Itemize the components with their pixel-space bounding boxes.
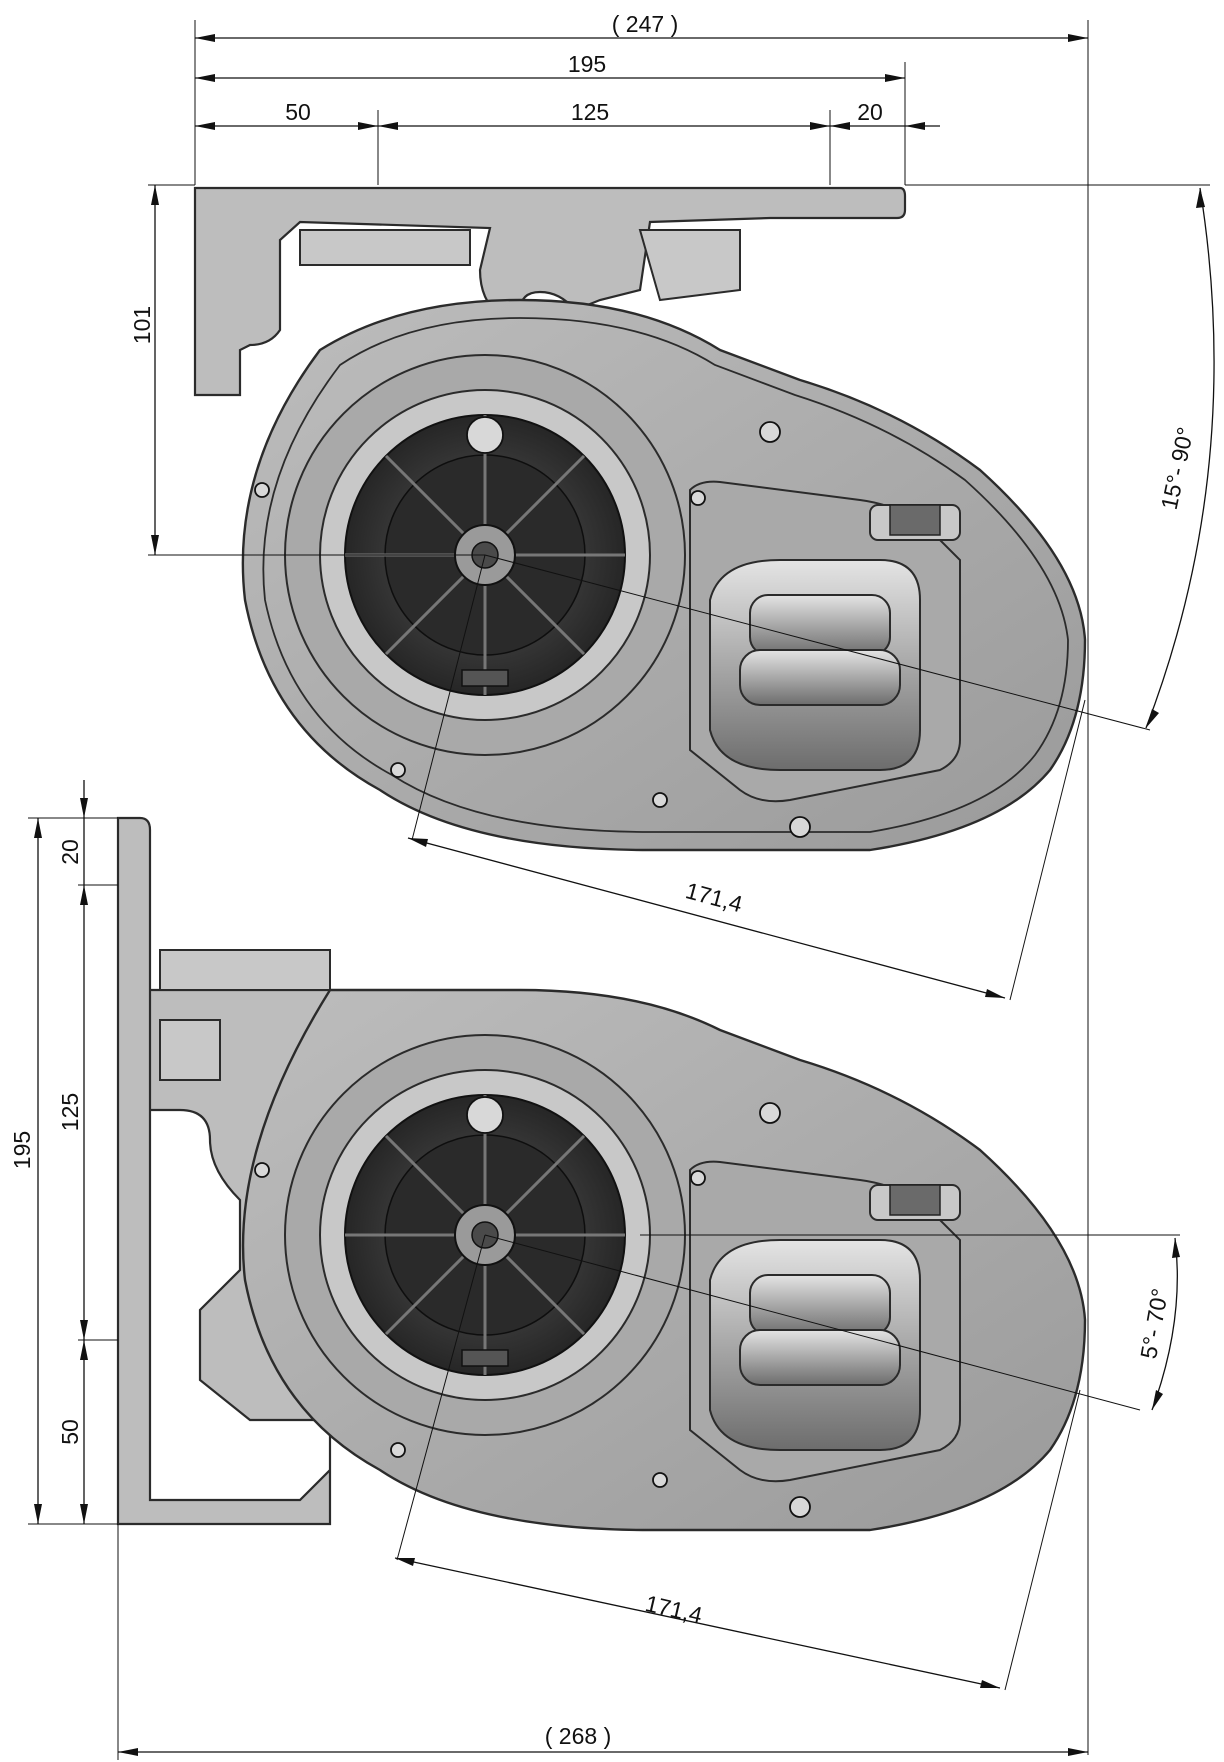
top-screw-5 — [652, 792, 668, 808]
dim-segment-bottom-bottom: 50 — [57, 1419, 83, 1445]
top-screw-3 — [690, 490, 706, 506]
bottom-screw-3 — [690, 1170, 706, 1186]
bottom-bracket-inner — [159, 949, 331, 991]
top-screw-1 — [759, 421, 781, 443]
bottom-screw-5 — [652, 1472, 668, 1488]
top-drum-tab — [461, 669, 509, 687]
top-wall-bracket — [193, 186, 907, 397]
top-housing-rim — [262, 317, 1069, 833]
bottom-coil-roll-2 — [739, 1329, 901, 1386]
top-screw-6 — [789, 816, 811, 838]
top-view-cassette — [193, 186, 1087, 852]
bottom-arm-clip-insert — [889, 1184, 941, 1216]
dim-segment-top-bottom: 20 — [57, 839, 83, 865]
bottom-coil-roll-1 — [749, 1274, 891, 1336]
dim-angle-range-top: 15°- 90° — [1156, 425, 1199, 512]
dim-angle-range-bottom: 5°- 70° — [1135, 1286, 1173, 1360]
top-screw-4 — [390, 762, 406, 778]
bottom-screw-1 — [759, 1102, 781, 1124]
bottom-bracket-block — [159, 1019, 221, 1081]
dim-overall-width-bottom: ( 268 ) — [545, 1723, 611, 1749]
top-screw-2 — [254, 482, 270, 498]
top-bracket-inner — [299, 229, 471, 266]
dim-overall-width-top: ( 247 ) — [612, 11, 678, 37]
dim-width-top: 195 — [568, 51, 606, 77]
dim-arc-angle-top — [1145, 187, 1215, 729]
bottom-drum-top-screw — [466, 1096, 504, 1134]
bottom-screw-4 — [390, 1442, 406, 1458]
bottom-view-cassette — [116, 816, 1087, 1532]
top-arm-clip-insert — [889, 504, 941, 536]
dim-line-arm-bottom — [394, 1557, 1001, 1689]
top-coil-roll-2 — [739, 649, 901, 706]
dim-arm-length-top: 171,4 — [683, 877, 746, 917]
dim-arc-angle-bottom — [1151, 1237, 1178, 1411]
dim-segment-right-top: 20 — [857, 99, 883, 125]
dim-segment-left-top: 50 — [285, 99, 311, 125]
top-coil-roll-1 — [749, 594, 891, 656]
bottom-screw-2 — [254, 1162, 270, 1178]
dim-line-arm-top — [407, 837, 1006, 999]
dim-arm-length-bottom: 171,4 — [643, 1590, 705, 1628]
bottom-dimensions: 195 20 125 50 171,4 5°- 70° ( 268 ) — [9, 780, 1180, 1760]
bottom-screw-6 — [789, 1496, 811, 1518]
dim-segment-middle-bottom: 125 — [57, 1093, 83, 1131]
dim-height-top: 101 — [129, 306, 155, 344]
bottom-drum-tab — [461, 1349, 509, 1367]
dim-total-height-bottom: 195 — [9, 1131, 35, 1169]
dim-segment-middle-top: 125 — [571, 99, 609, 125]
top-drum-top-screw — [466, 416, 504, 454]
top-bracket-notch — [638, 229, 741, 302]
